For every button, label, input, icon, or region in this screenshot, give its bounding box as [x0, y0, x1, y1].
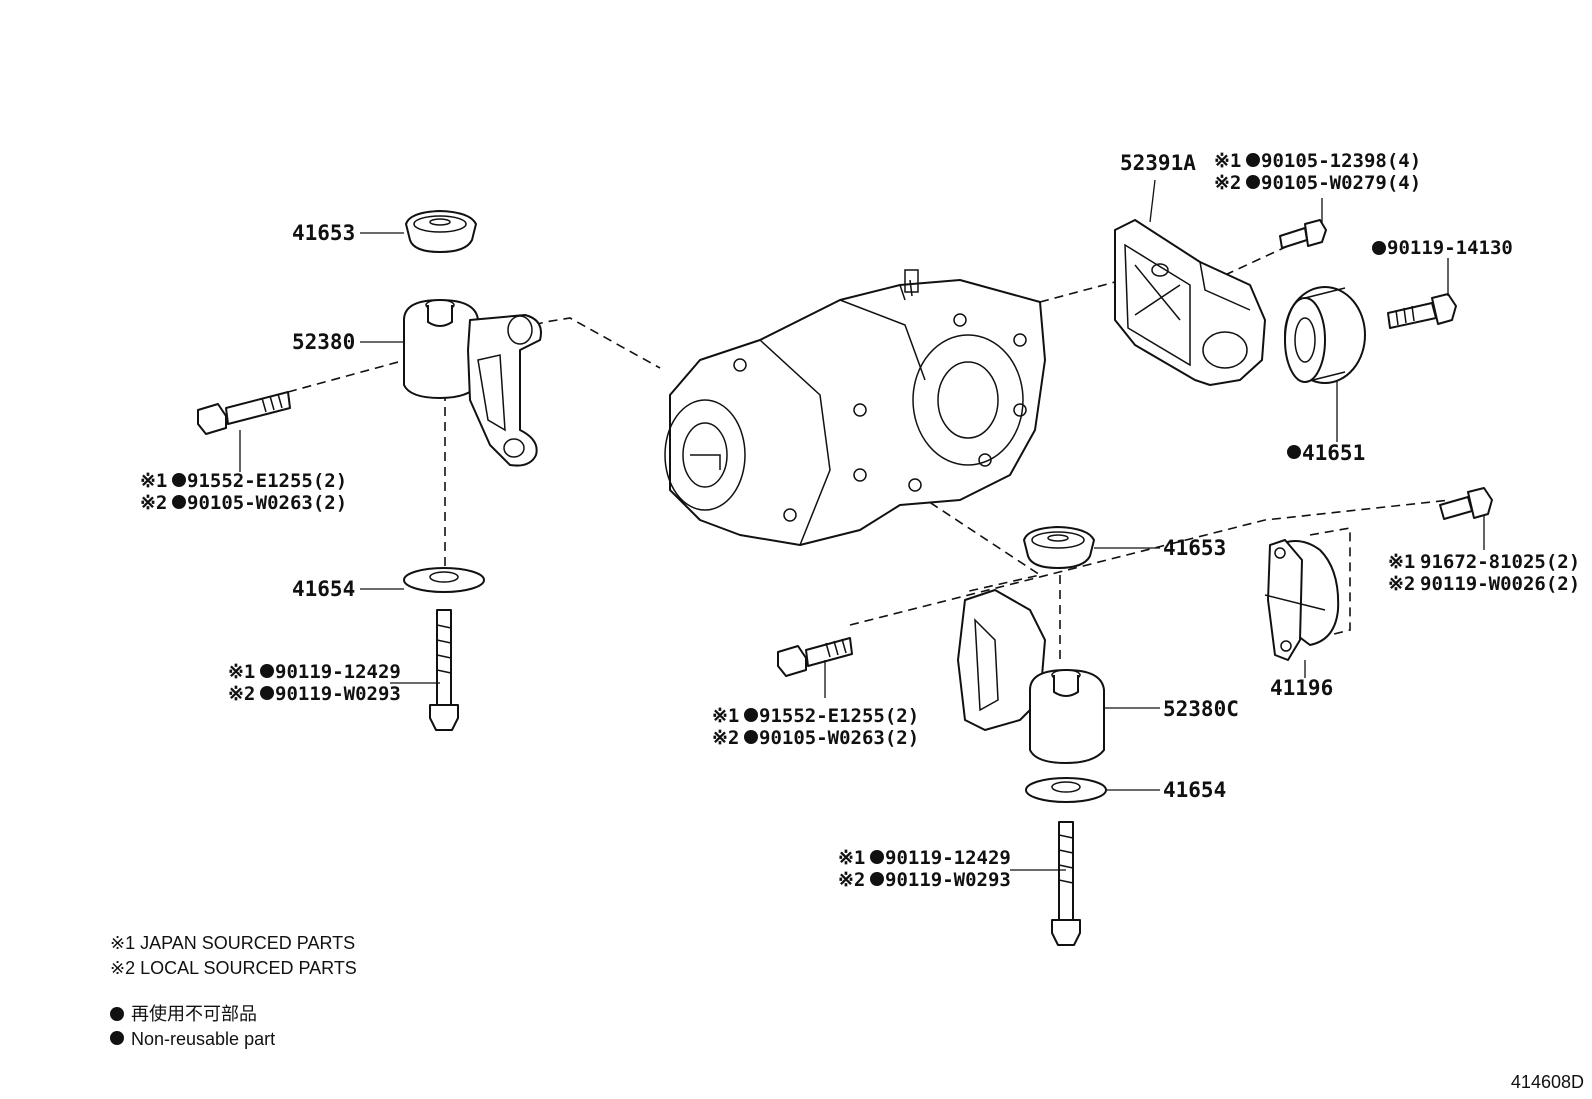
mark-2: ※2	[1214, 172, 1241, 194]
bolt-right-horizontal	[777, 637, 853, 677]
non-reusable-mark	[870, 872, 884, 886]
bolt-group-left-vertical: ※1 90119-12429 ※2 90119-W0293	[228, 661, 401, 705]
bolt-group-bracket: ※1 90105-12398(4) ※2 90105-W0279(4)	[1214, 150, 1421, 194]
non-reusable-mark	[1287, 445, 1301, 459]
mount-cover-right	[1023, 526, 1095, 569]
label-41653-right: 41653	[1163, 536, 1226, 560]
label-52391a: 52391A	[1120, 151, 1196, 175]
non-reusable-mark	[172, 473, 186, 487]
non-reusable-mark	[744, 708, 758, 722]
bolt-bracket-japan: 90105-12398(4)	[1261, 150, 1421, 172]
non-reusable-mark	[744, 730, 758, 744]
bolt-left-h-local: 90105-W0263(2)	[187, 492, 347, 514]
bolt-damper-local: 90119-W0026(2)	[1420, 573, 1580, 595]
legend-non-reusable-jp: 再使用不可部品	[131, 1004, 257, 1024]
mount-cover-left	[405, 210, 477, 253]
mark-2: ※2	[1388, 573, 1415, 595]
bolt-damper	[1439, 487, 1493, 520]
mark-2: ※2	[712, 727, 739, 749]
bolt-damper-japan: 91672-81025(2)	[1420, 551, 1580, 573]
bolt-group-damper: ※1 91672-81025(2) ※2 90119-W0026(2)	[1388, 551, 1580, 595]
bolt-group-right-horizontal: ※1 91552-E1255(2) ※2 90105-W0263(2)	[712, 705, 919, 749]
bolt-left-vertical	[429, 609, 459, 731]
diagram-code: 414608D	[1511, 1072, 1584, 1092]
label-41654-left: 41654	[292, 577, 355, 601]
mark-2: ※2	[838, 869, 865, 891]
non-reusable-mark	[1246, 175, 1260, 189]
mark-1: ※1	[228, 661, 255, 683]
bolt-left-h-japan: 91552-E1255(2)	[187, 470, 347, 492]
legend-non-reusable-en: Non-reusable part	[131, 1029, 275, 1049]
non-reusable-mark	[1246, 153, 1260, 167]
leader-lines	[239, 179, 1485, 871]
legend: ※1 JAPAN SOURCED PARTS ※2 LOCAL SOURCED …	[110, 933, 357, 1049]
label-41651: 41651	[1302, 441, 1365, 465]
non-reusable-mark	[1372, 241, 1386, 255]
cushion	[1284, 286, 1366, 384]
mount-left	[403, 299, 542, 467]
damper	[1264, 539, 1340, 661]
bolt-bracket-local: 90105-W0279(4)	[1261, 172, 1421, 194]
bolt-right-vertical	[1051, 821, 1081, 946]
bolt-right-v-local: 90119-W0293	[885, 869, 1011, 891]
mark-1: ※1	[838, 847, 865, 869]
label-52380: 52380	[292, 330, 355, 354]
bolt-right-h-local: 90105-W0263(2)	[759, 727, 919, 749]
non-reusable-mark	[172, 495, 186, 509]
label-41196: 41196	[1270, 676, 1333, 700]
washer-right	[1025, 777, 1107, 803]
bolt-cushion	[1387, 293, 1457, 329]
bracket-rear	[1114, 219, 1266, 386]
label-bolt-cushion: 90119-14130	[1387, 237, 1513, 259]
label-41654-right: 41654	[1163, 778, 1226, 802]
legend-local: ※2 LOCAL SOURCED PARTS	[110, 958, 357, 978]
bolt-left-v-japan: 90119-12429	[275, 661, 401, 683]
mark-1: ※1	[1388, 551, 1415, 573]
mark-2: ※2	[228, 683, 255, 705]
non-reusable-mark	[110, 1007, 124, 1021]
bolt-group-left-horizontal: ※1 91552-E1255(2) ※2 90105-W0263(2)	[140, 470, 347, 514]
mark-1: ※1	[140, 470, 167, 492]
non-reusable-mark	[260, 686, 274, 700]
mount-right	[957, 589, 1105, 764]
differential-housing	[664, 269, 1046, 546]
mark-1: ※1	[712, 705, 739, 727]
bolt-right-v-japan: 90119-12429	[885, 847, 1011, 869]
mark-1: ※1	[1214, 150, 1241, 172]
bolt-left-horizontal	[197, 391, 291, 435]
bolt-group-right-vertical: ※1 90119-12429 ※2 90119-W0293	[838, 847, 1011, 891]
bolt-left-v-local: 90119-W0293	[275, 683, 401, 705]
washer-left	[403, 567, 485, 593]
part-labels: 41653 52380 41654 52391A 41651 90119-141…	[292, 151, 1513, 802]
mark-2: ※2	[140, 492, 167, 514]
legend-japan: ※1 JAPAN SOURCED PARTS	[110, 933, 355, 953]
label-41653-left: 41653	[292, 221, 355, 245]
bolt-right-h-japan: 91552-E1255(2)	[759, 705, 919, 727]
bolt-bracket	[1279, 219, 1327, 249]
label-52380c: 52380C	[1163, 697, 1239, 721]
non-reusable-mark	[110, 1031, 124, 1045]
non-reusable-mark	[260, 664, 274, 678]
non-reusable-mark	[870, 850, 884, 864]
